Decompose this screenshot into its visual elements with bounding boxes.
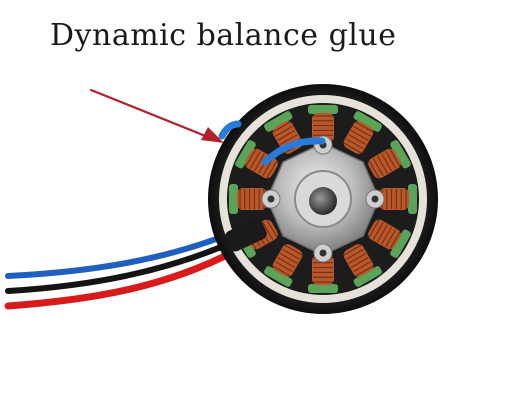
caption-label: Dynamic balance glue	[50, 18, 397, 53]
stator-coil	[379, 184, 417, 214]
stator-coil	[368, 219, 411, 258]
stator-coil	[343, 111, 382, 154]
wire-black	[5, 233, 249, 294]
balance-glue	[218, 120, 326, 166]
stator-coil	[229, 184, 267, 214]
stator-coil	[264, 244, 303, 287]
motor-shaft	[309, 187, 337, 215]
stator-coil	[308, 105, 338, 143]
wire-sleeve	[225, 218, 267, 252]
stator-coil	[368, 140, 411, 179]
lead-wires	[4, 225, 252, 310]
arrow-pointer	[89, 88, 224, 143]
wire-red	[4, 240, 252, 310]
stator-coil	[343, 244, 382, 287]
stator-windings	[229, 105, 417, 293]
motor-hub	[261, 135, 385, 263]
